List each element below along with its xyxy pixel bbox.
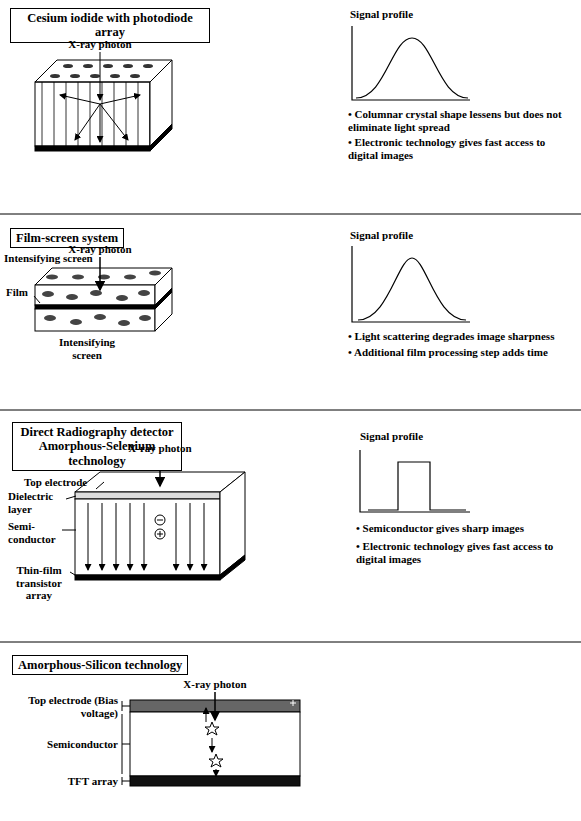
part-label: X-ray photon xyxy=(60,38,140,51)
bullet-note: • Semiconductor gives sharp images xyxy=(356,522,571,535)
bullet-note: • Electronic technology gives fast acces… xyxy=(356,540,571,565)
part-label: Thin-film transistor array xyxy=(4,564,74,602)
title-box: Cesium iodide with photodiode array xyxy=(10,8,210,43)
part-label: TFT array xyxy=(10,775,118,788)
part-label: Signal profile xyxy=(360,430,480,443)
part-label: Signal profile xyxy=(350,229,470,242)
part-label: X-ray photon xyxy=(175,678,255,691)
part-label: Dielectric layer xyxy=(8,490,66,515)
title-box: Amorphous-Silicon technology xyxy=(12,655,188,675)
part-label: Film xyxy=(6,286,32,299)
panel-title: Film-screen system xyxy=(16,231,118,245)
part-label: Signal profile xyxy=(350,8,470,21)
part-label: Top electrode xyxy=(24,476,98,489)
signal-plot xyxy=(360,450,470,512)
panel-title: Cesium iodide with photodiode array xyxy=(27,11,193,39)
selenium-detector xyxy=(62,456,245,580)
part-label: Semiconductor xyxy=(10,738,118,751)
bullet-note: • Additional film processing step adds t… xyxy=(348,346,573,359)
silicon-detector xyxy=(122,692,300,786)
signal-plot xyxy=(352,26,470,100)
separator xyxy=(0,214,581,642)
signal-plot xyxy=(352,246,470,322)
panel-title: Amorphous-Silicon technology xyxy=(18,658,182,672)
part-label: Top electrode (Bias voltage) xyxy=(10,694,118,719)
csi-detector xyxy=(35,52,172,151)
bullet-note: • Light scattering degrades image sharpn… xyxy=(348,330,573,343)
bullet-note: • Columnar crystal shape lessens but doe… xyxy=(348,108,573,133)
part-label: X-ray photon xyxy=(120,442,200,455)
film-screen xyxy=(34,257,172,331)
part-label: Intensifying screen xyxy=(48,336,126,361)
part-label: Semi- conductor xyxy=(8,520,62,545)
part-label: Intensifying screen xyxy=(4,252,114,265)
bullet-note: • Electronic technology gives fast acces… xyxy=(348,136,573,161)
